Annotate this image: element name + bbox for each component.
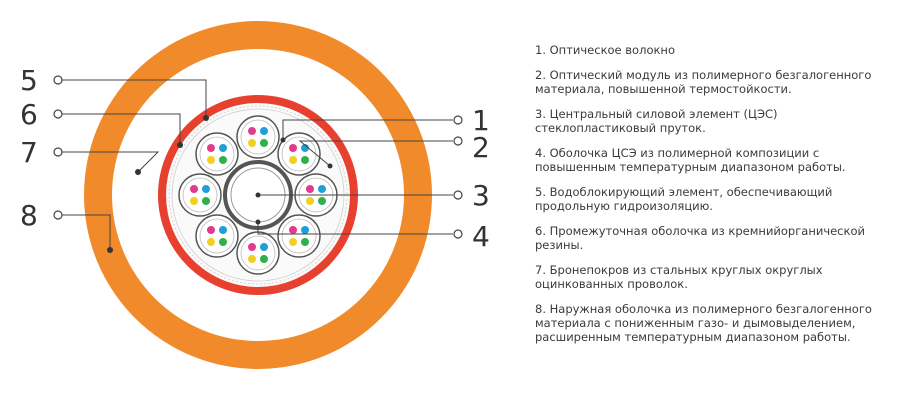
leader-dots: [107, 115, 333, 253]
optical-fiber: [301, 226, 310, 235]
optical-fiber: [318, 185, 326, 193]
leader-dot-2: [327, 163, 333, 169]
optical-fiber: [248, 127, 256, 135]
cable-cross-section-diagram: 5 6 7 8 1 2 3 4: [20, 21, 490, 369]
callout-number-7: 7: [20, 136, 38, 169]
leader-line-4: [257, 222, 453, 235]
optical-fiber: [306, 185, 314, 193]
leader-line-7: [62, 151, 160, 173]
leader-lines: [62, 79, 453, 250]
optical-module: [195, 132, 239, 176]
optical-module: [277, 214, 321, 258]
optical-fiber: [190, 197, 198, 205]
optical-fiber: [206, 143, 215, 152]
legend-item: 1. Оптическое волокно: [535, 43, 675, 57]
callout-number-8: 8: [20, 199, 38, 232]
callout-marker-8: [53, 210, 63, 220]
leader-dot-6: [177, 142, 183, 148]
optical-module: [178, 173, 222, 217]
optical-fiber: [289, 143, 298, 152]
leader-dot-7: [135, 169, 141, 175]
leader-dot-8: [107, 247, 113, 253]
callout-number-1: 1: [472, 104, 490, 137]
optical-fiber: [301, 238, 310, 247]
optical-fiber: [306, 197, 314, 205]
optical-module: [195, 214, 239, 258]
leader-line-6: [62, 113, 181, 145]
optical-module-tube: [178, 173, 222, 217]
optical-module-tube: [277, 214, 321, 258]
legend-item: 2. Оптический модуль из полимерного безг…: [535, 68, 872, 96]
optical-fiber: [206, 238, 215, 247]
callout-marker-3: [453, 190, 463, 200]
optical-fiber: [190, 185, 198, 193]
optical-fiber: [289, 226, 298, 235]
optical-fiber: [289, 238, 298, 247]
optical-module-tube: [277, 132, 321, 176]
optical-fiber: [260, 255, 268, 263]
legend-item: 4. Оболочка ЦСЭ из полимерной композиции…: [535, 146, 846, 174]
optical-fiber: [301, 155, 310, 164]
legend-item: 5. Водоблокирующий элемент, обеспечивающ…: [535, 185, 833, 213]
optical-fiber: [260, 243, 268, 251]
leader-line-1: [282, 119, 453, 140]
callout-marker-1: [453, 115, 463, 125]
optical-fiber: [248, 139, 256, 147]
optical-module: [236, 115, 280, 159]
optical-module-inner-ring: [281, 218, 317, 254]
optical-fiber: [202, 197, 210, 205]
callout-markers: [53, 75, 463, 239]
optical-module: [236, 231, 280, 275]
callout-number-3: 3: [472, 179, 490, 212]
optical-fiber: [218, 155, 227, 164]
optical-module-inner-ring: [182, 177, 218, 213]
optical-fiber: [218, 238, 227, 247]
callout-marker-7: [53, 147, 63, 157]
optical-module-tube: [236, 115, 280, 159]
optical-fiber: [301, 143, 310, 152]
legend-item: 8. Наружная оболочка из полимерного безг…: [535, 302, 872, 344]
callout-number-2: 2: [472, 131, 490, 164]
optical-fiber: [218, 143, 227, 152]
leader-dot-4: [255, 219, 261, 225]
optical-fiber: [206, 226, 215, 235]
callout-number-4: 4: [472, 220, 490, 253]
leader-dot-5: [203, 115, 209, 121]
optical-fiber: [206, 155, 215, 164]
optical-module-tube: [195, 132, 239, 176]
leader-dot-3: [255, 192, 261, 198]
optical-module-inner-ring: [240, 235, 276, 271]
legend-list: 1. Оптическое волокно 2. Оптический моду…: [535, 43, 895, 344]
optical-fiber: [218, 226, 227, 235]
optical-fiber: [260, 139, 268, 147]
optical-fiber: [202, 185, 210, 193]
callout-marker-4: [453, 229, 463, 239]
leader-line-5: [62, 79, 207, 118]
optical-fiber: [260, 127, 268, 135]
optical-module-inner-ring: [199, 218, 235, 254]
optical-module-tube: [236, 231, 280, 275]
callout-marker-6: [53, 109, 63, 119]
callout-marker-5: [53, 75, 63, 85]
leader-line-8: [62, 214, 111, 250]
leader-line-2: [298, 140, 453, 167]
optical-fiber: [289, 155, 298, 164]
callout-number-6: 6: [20, 98, 38, 131]
legend-item: 7. Бронепокров из стальных круглых округ…: [535, 263, 823, 291]
callout-marker-2: [453, 136, 463, 146]
optical-module-tube: [195, 214, 239, 258]
optical-fiber: [248, 243, 256, 251]
legend-item: 6. Промежуточная оболочка из кремнийорга…: [535, 224, 865, 252]
optical-fiber: [248, 255, 256, 263]
optical-fiber: [318, 197, 326, 205]
optical-modules: [178, 115, 338, 275]
callout-number-5: 5: [20, 64, 38, 97]
optical-module-inner-ring: [199, 136, 235, 172]
leader-dot-1: [280, 137, 286, 143]
optical-module-inner-ring: [240, 119, 276, 155]
legend-item: 3. Центральный силовой элемент (ЦЭС) сте…: [535, 107, 778, 135]
